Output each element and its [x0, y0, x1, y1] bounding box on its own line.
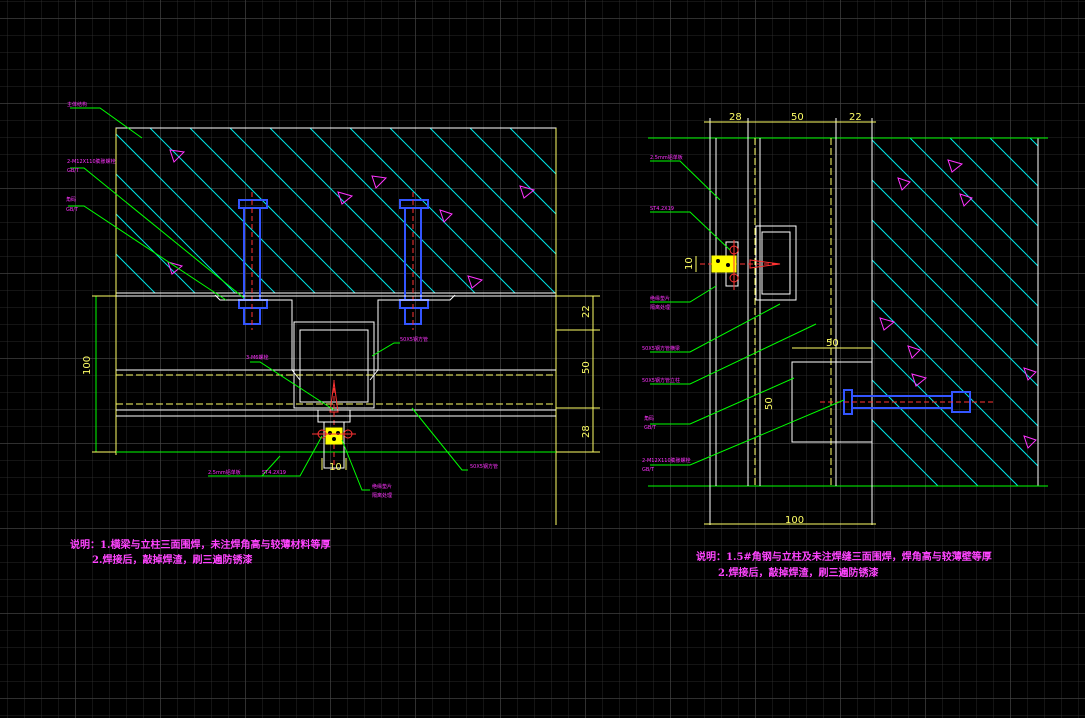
right-label-anchor-spec: GB/T [642, 467, 655, 473]
left-concrete-wall [115, 127, 557, 525]
left-label-angle: 角码 [66, 196, 76, 203]
right-label-panel: 2.5mm铝单板 [650, 154, 683, 161]
left-label-anchor-spec: GB/T [67, 168, 80, 174]
right-dim-plate: 10 [684, 257, 695, 270]
left-dim-total: 100 [82, 356, 93, 375]
left-dim-middle: 50 [581, 361, 592, 374]
right-concrete-wall [871, 138, 1039, 486]
right-beam-tube [755, 225, 797, 301]
left-anchor-bolt-1 [238, 192, 268, 330]
right-dim-d3: 22 [849, 112, 862, 123]
right-vertical-members [648, 118, 1048, 525]
right-dimensions [695, 121, 876, 525]
right-label-insulator-note: 隔离处理 [650, 304, 670, 311]
left-label-anchor-bolt: 2-M12X110膨胀螺栓 [67, 158, 116, 165]
right-label-screw: ST4.2X19 [650, 206, 674, 212]
right-dim-total: 100 [785, 515, 804, 526]
left-rails [116, 369, 556, 453]
right-dim-tube-w: 50 [826, 338, 839, 349]
right-label-anchor-bolt: 2-M12X110膨胀螺栓 [642, 457, 691, 464]
left-label-plate: 2.5mm铝单板 [208, 469, 241, 476]
right-dim-d1: 28 [729, 112, 742, 123]
left-dim-plate: 10 [329, 462, 342, 473]
left-steel-bracket [116, 294, 556, 409]
left-label-stringer: 50X5钢方管 [470, 463, 498, 470]
left-label-tube: 50X5钢方管 [400, 336, 428, 343]
right-anchor-bolt [820, 389, 995, 415]
right-fastener-assembly [700, 240, 781, 290]
right-label-beam: 50X5钢方管横梁 [642, 345, 680, 352]
right-note-1: 说明：1.5#角钢与立柱及未注焊缝三面围焊，焊角高与较薄壁等厚 [696, 550, 992, 563]
left-label-screw: ST4.2X19 [262, 470, 286, 476]
left-section-view: 主体结构 2-M12X110膨胀螺栓 GB/T 角码 GB/T 3-M6螺栓 5… [66, 101, 600, 566]
left-note-1: 说明：1.横梁与立柱三面围焊，未注焊角高与较薄材料等厚 [70, 538, 330, 551]
left-dim-bottom: 28 [581, 425, 592, 438]
left-label-concrete: 主体结构 [67, 101, 87, 108]
left-label-insulator: 绝缘垫片 [372, 483, 392, 490]
left-note-2: 2.焊接后，敲掉焊渣，刷三遍防锈漆 [92, 553, 252, 566]
left-label-insulator-note: 隔离处理 [372, 492, 392, 499]
left-label-angle-spec: GB/T [66, 207, 79, 213]
left-dim-top: 22 [581, 305, 592, 318]
left-anchor-bolt-2 [399, 192, 429, 330]
right-note-2: 2.焊接后，敲掉焊渣，刷三遍防锈漆 [718, 566, 878, 579]
right-dim-tube-h: 50 [764, 397, 775, 410]
right-label-insulator: 绝缘垫片 [650, 295, 670, 302]
right-label-angle-spec: GB/T [644, 425, 657, 431]
left-dimensions [92, 295, 600, 470]
right-dim-d2: 50 [791, 112, 804, 123]
right-leaders [650, 160, 845, 466]
left-label-pin: 3-M6螺栓 [246, 354, 268, 361]
left-fastener-assembly [312, 380, 356, 470]
right-label-column: 50X5钢方管立柱 [642, 377, 680, 384]
left-leaders [68, 107, 468, 491]
right-section-view: 2.5mm铝单板 ST4.2X19 绝缘垫片 隔离处理 50X5钢方管横梁 50… [642, 112, 1048, 579]
right-label-angle: 角码 [644, 415, 654, 422]
